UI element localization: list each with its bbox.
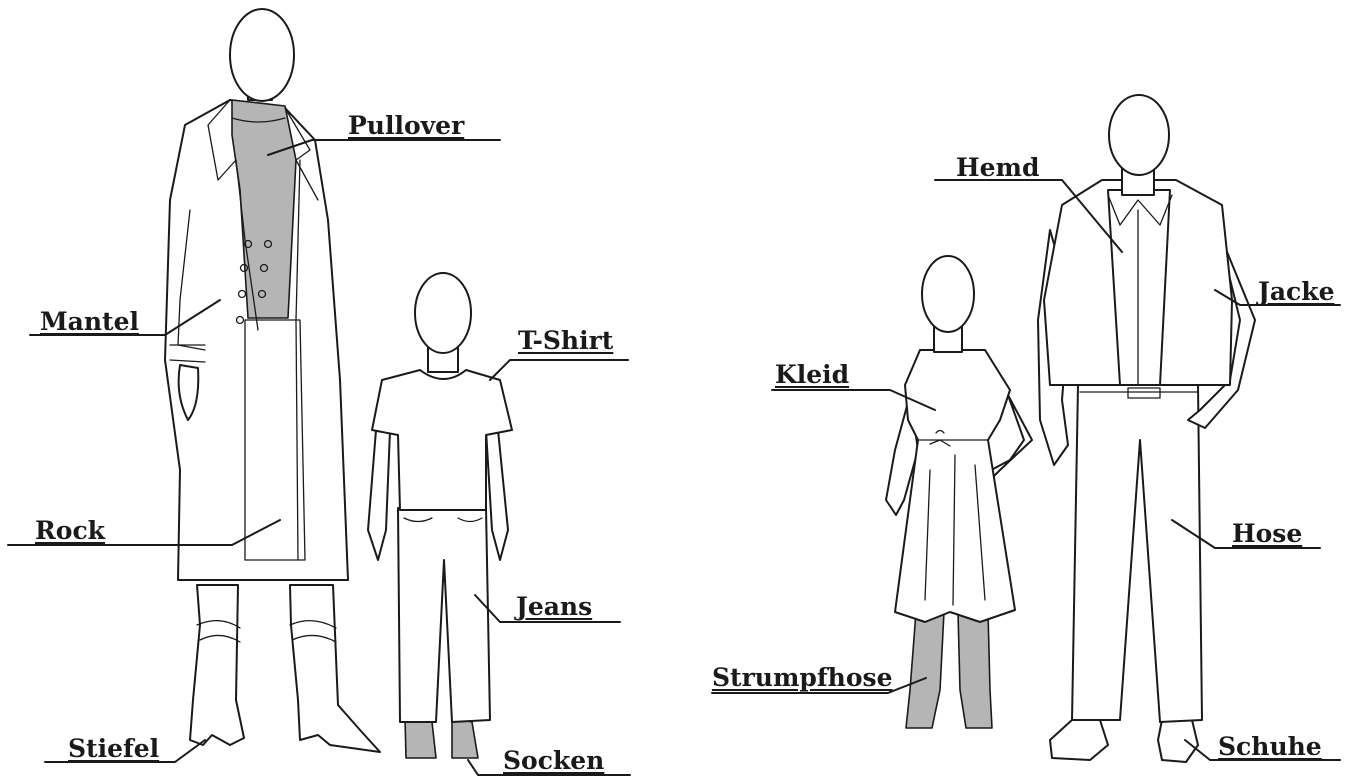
man-head	[1109, 95, 1169, 175]
girl-head	[922, 256, 974, 332]
right-shoe	[1158, 720, 1198, 762]
label-schuhe: Schuhe	[1218, 734, 1322, 759]
left-shoe	[1050, 720, 1108, 760]
label-hose: Hose	[1232, 521, 1302, 546]
label-kleid: Kleid	[775, 362, 849, 387]
label-stiefel: Stiefel	[68, 736, 159, 761]
right-boot	[290, 585, 380, 752]
label-hemd: Hemd	[956, 155, 1039, 180]
boy-figure	[368, 273, 512, 758]
man-figure	[1038, 95, 1255, 762]
label-tshirt: T-Shirt	[518, 328, 613, 353]
right-tights	[958, 612, 992, 728]
label-socken: Socken	[503, 748, 604, 773]
label-pullover: Pullover	[348, 113, 464, 138]
left-tights	[906, 612, 944, 728]
right-sock	[452, 718, 478, 758]
left-sock	[405, 718, 436, 758]
label-mantel: Mantel	[40, 309, 139, 334]
label-jacke: Jacke	[1258, 279, 1334, 304]
trousers	[1072, 385, 1202, 722]
boy-head	[415, 273, 471, 353]
label-strumpfhose: Strumpfhose	[712, 665, 892, 690]
jeans	[398, 508, 490, 722]
left-boot	[190, 585, 244, 745]
label-rock: Rock	[35, 518, 105, 543]
label-jeans: Jeans	[516, 594, 592, 619]
girl-figure	[886, 256, 1032, 728]
woman-head	[230, 9, 294, 101]
